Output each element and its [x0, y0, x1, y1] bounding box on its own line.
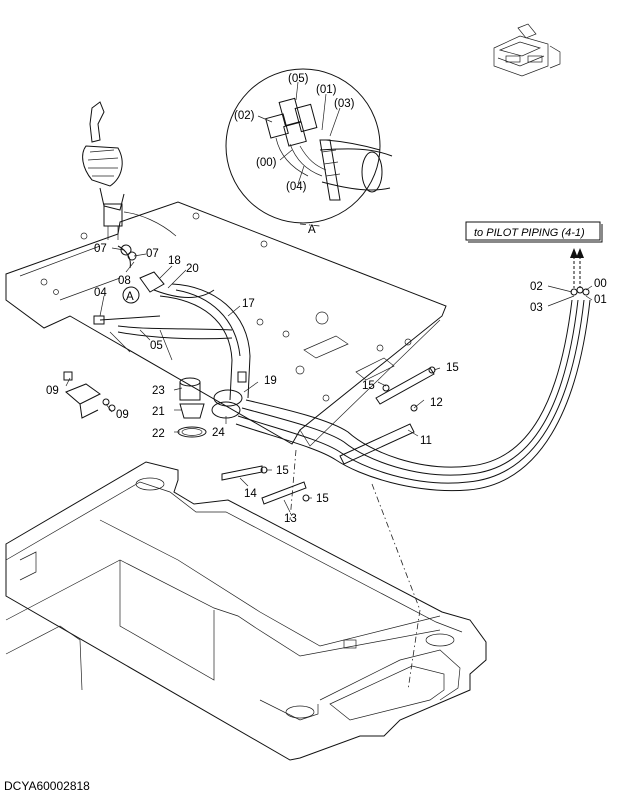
hose-17 [159, 283, 251, 401]
harness-area [117, 244, 215, 298]
callout-a-label: A [126, 291, 134, 303]
orientation-icon [493, 23, 561, 77]
part-22: 22 [152, 428, 165, 440]
detail-view-label: A [308, 224, 316, 236]
detail-part-02: (02) [234, 110, 255, 122]
detail-view-a [225, 68, 393, 224]
part-21: 21 [152, 406, 165, 418]
part-03: 03 [530, 302, 543, 314]
grommet-24 [211, 371, 247, 419]
callout-a-circle [122, 286, 140, 304]
part-11: 11 [420, 435, 432, 447]
pilot-piping-label: to PILOT PIPING (4-1) [474, 227, 585, 239]
part-07-right: 07 [146, 248, 159, 260]
part-09-left: 09 [46, 385, 59, 397]
drawing-code: DCYA60002818 [4, 779, 90, 793]
detail-part-04: (04) [286, 181, 307, 193]
part-15-bottom: 15 [316, 493, 329, 505]
clamp-plates [221, 366, 436, 505]
part-04: 04 [94, 287, 107, 299]
part-18: 18 [168, 255, 181, 267]
part-08: 08 [118, 275, 131, 287]
detail-part-03: (03) [334, 98, 355, 110]
part-05: 05 [150, 340, 163, 352]
pilot-piping-box [465, 221, 603, 243]
part-24: 24 [212, 427, 225, 439]
pilot-arrows [570, 248, 584, 288]
detail-part-00: (00) [256, 157, 277, 169]
part-09-right: 09 [116, 409, 129, 421]
detail-part-01: (01) [316, 84, 337, 96]
hose-04-05 [93, 315, 233, 340]
detail-part-05: (05) [288, 73, 309, 85]
valve-09 [63, 371, 116, 419]
floor-plate [5, 201, 447, 447]
part-19: 19 [264, 375, 277, 387]
part-15-mid: 15 [362, 380, 375, 392]
part-12: 12 [430, 397, 443, 409]
leaders [65, 247, 593, 513]
joystick [82, 101, 177, 240]
part-23: 23 [152, 385, 165, 397]
part-20: 20 [186, 263, 199, 275]
part-07-left: 07 [94, 243, 107, 255]
part-00: 00 [594, 278, 607, 290]
part-15-top: 15 [446, 362, 459, 374]
center-lines [289, 223, 421, 691]
pilot-hoses [235, 286, 591, 492]
base-frame [5, 461, 487, 761]
part-01: 01 [594, 294, 607, 306]
part-14: 14 [244, 488, 257, 500]
part-02: 02 [530, 281, 543, 293]
part-15-lower: 15 [276, 465, 289, 477]
part-13: 13 [284, 513, 297, 525]
part-17: 17 [242, 298, 255, 310]
